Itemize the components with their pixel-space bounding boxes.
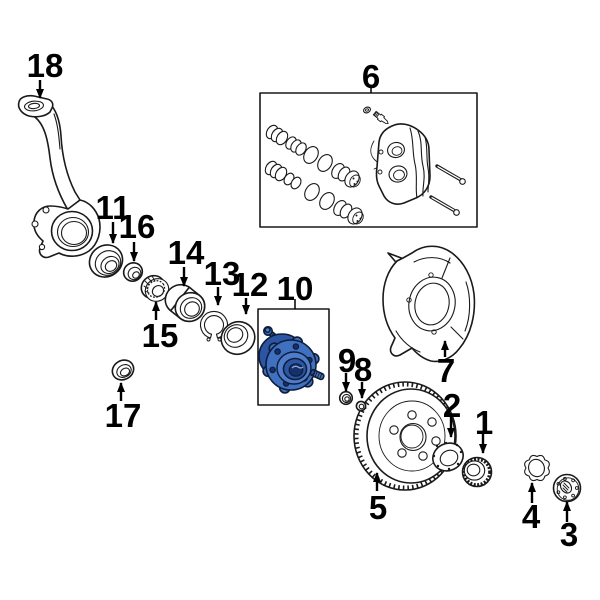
callout-label-2: 2: [443, 387, 461, 424]
callout-label-8: 8: [354, 351, 372, 388]
part-2-retainer-ring: [432, 441, 464, 472]
callout-label-13: 13: [204, 255, 241, 292]
callout-label-17: 17: [105, 397, 142, 434]
hub-wheel-stud: [309, 368, 325, 381]
part-6-caliper-assembly: [259, 92, 478, 228]
part-9-cap-nut: [338, 390, 354, 406]
part-14-bearing-outer-race: [164, 283, 206, 323]
part-10-wheel-hub: [258, 333, 320, 394]
caliper-slide-pin-1: [435, 164, 466, 185]
callout-label-7: 7: [437, 352, 455, 389]
caliper-group-box: [259, 92, 478, 228]
callout-label-4: 4: [522, 498, 541, 535]
part-5-brake-rotor: [353, 381, 457, 491]
callout-label-1: 1: [475, 404, 493, 441]
part-1-lock-nut: [461, 456, 493, 488]
hub-group-box: [257, 308, 330, 406]
part-12-oil-seal: [220, 320, 256, 356]
callout-label-9: 9: [338, 342, 356, 379]
callout-label-6: 6: [362, 58, 380, 95]
callout-label-12: 12: [232, 266, 269, 303]
part-10-wheel-hub-group: [257, 308, 330, 406]
callout-label-18: 18: [27, 47, 64, 84]
caliper-body: [375, 123, 431, 205]
part-17-grommet: [111, 359, 135, 381]
part-13-snap-ring: [199, 310, 229, 342]
callout-label-14: 14: [168, 234, 205, 271]
part-15-roller-bearing: [140, 274, 170, 302]
callout-label-5: 5: [369, 489, 387, 526]
part-16-bearing-race: [122, 262, 144, 282]
part-7-dust-shield: [382, 245, 476, 363]
caliper-piston-row-1: [265, 124, 361, 188]
caliper-slide-pin-2: [429, 195, 460, 216]
part-3-drive-flange: [552, 473, 582, 503]
callout-label-16: 16: [119, 208, 156, 245]
callout-label-15: 15: [142, 317, 179, 354]
part-4-lock-washer: [524, 454, 550, 482]
callout-label-11: 11: [96, 189, 131, 226]
callout-label-10: 10: [277, 270, 314, 307]
part-11-grease-seal: [88, 244, 124, 278]
part-8-fitting-ring: [355, 400, 367, 412]
caliper-piston-row-2: [264, 160, 364, 225]
callout-label-3: 3: [560, 516, 578, 553]
part-18-steering-knuckle: [17, 94, 101, 259]
